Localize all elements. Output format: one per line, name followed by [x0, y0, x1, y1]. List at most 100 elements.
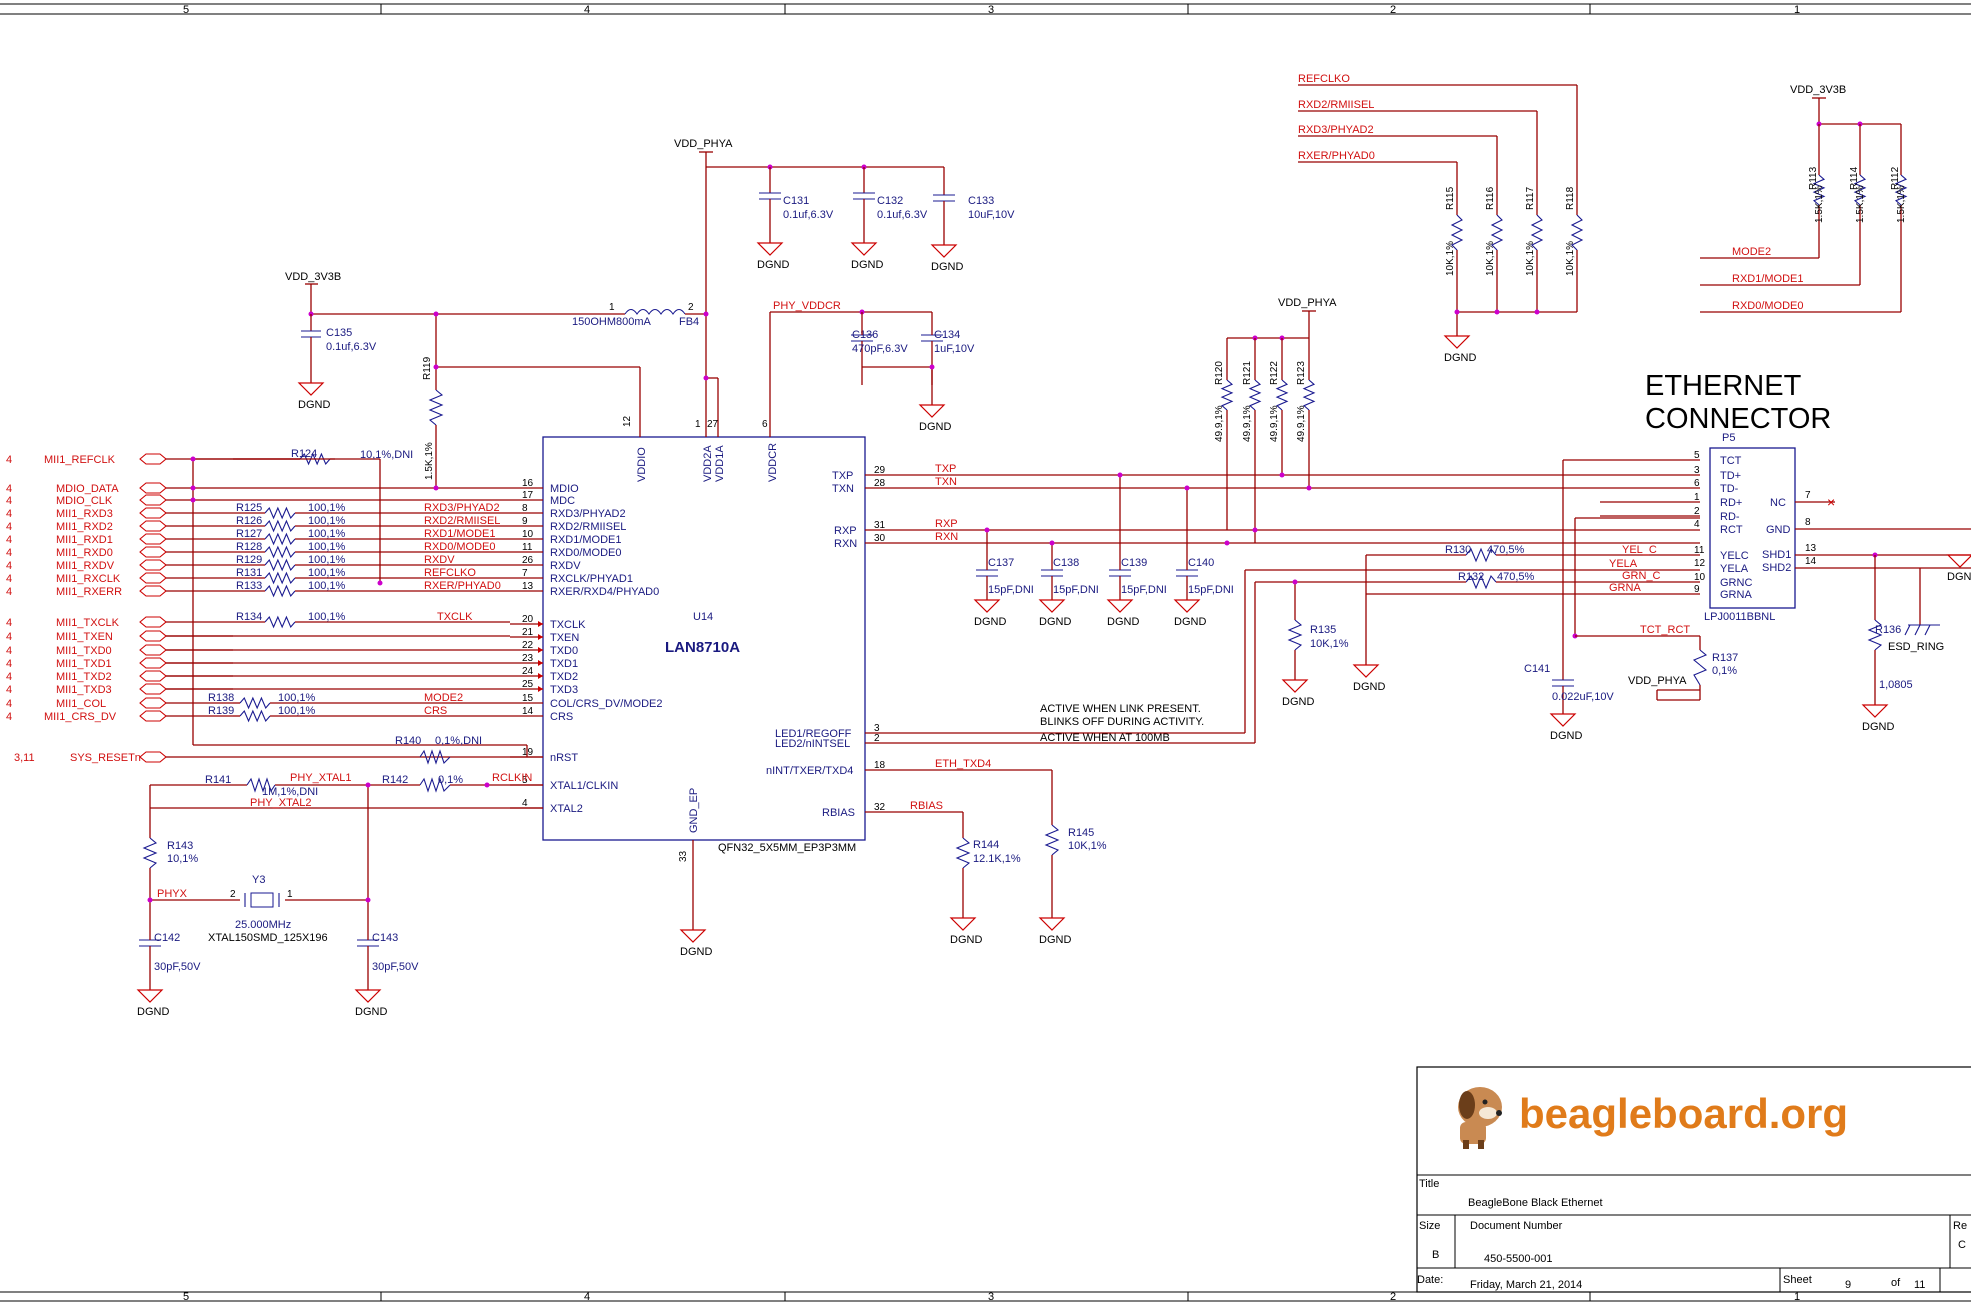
- ref-label: R121: [1242, 361, 1253, 385]
- pin-number: 4: [522, 798, 528, 809]
- value-label: 100,1%: [308, 528, 346, 540]
- pin-name: LED1/REGOFF: [775, 728, 852, 740]
- zone-label: 3: [988, 4, 994, 16]
- pin-number: 19: [522, 747, 534, 758]
- port-sheet-ref: 3,11: [14, 752, 35, 764]
- left-bus-wiring: [190, 456, 528, 757]
- ref-label: R144: [973, 839, 999, 851]
- resistor-icon: [264, 519, 296, 533]
- pin-name: NC: [1770, 497, 1786, 509]
- pin-number: 10: [1694, 572, 1706, 583]
- pin-number: 8: [1805, 517, 1811, 528]
- port-name: MII1_RXD1: [56, 534, 113, 546]
- ground-label: DGND: [137, 1006, 169, 1018]
- ground-icon: [918, 404, 946, 418]
- port-name: MII1_CRS_DV: [44, 711, 117, 723]
- ferrite-fb4[interactable]: 1 2 150OHM800mA FB4: [572, 302, 709, 328]
- pin-arrow-icon: [538, 686, 543, 692]
- net-label: RXD2/RMIISEL: [424, 515, 500, 527]
- port-name: MII1_RXERR: [56, 586, 122, 598]
- zone-label: 3: [988, 1291, 994, 1303]
- ref-label: C135: [326, 327, 352, 339]
- size-label: Size: [1419, 1220, 1440, 1232]
- ground-icon: [1038, 917, 1066, 931]
- net-label: RXD0/MODE0: [424, 541, 496, 553]
- ground-icon: [1281, 679, 1309, 693]
- pin-name: RXD2/RMIISEL: [550, 521, 626, 533]
- port-connector-icon: [139, 546, 167, 558]
- pin-number: 12: [622, 415, 633, 427]
- pin-name: TXN: [832, 483, 854, 495]
- pin-number: 10: [522, 529, 534, 540]
- resistor-icon: [1490, 214, 1504, 251]
- ground-label: DGND: [1862, 721, 1894, 733]
- value-label: 15pF,DNI: [1188, 584, 1234, 596]
- rev-label: Re: [1953, 1220, 1967, 1232]
- value-label: 470,5%: [1487, 544, 1525, 556]
- value-label: 0,1%: [1712, 665, 1737, 677]
- pin-number: 13: [1805, 543, 1817, 554]
- pin-number: 2: [874, 733, 880, 744]
- phy-vddcr-net: PHY_VDDCR: [770, 300, 935, 405]
- docnum-label: Document Number: [1470, 1220, 1563, 1232]
- pin-name: GRNA: [1720, 589, 1752, 601]
- pin-name: MDIO: [550, 483, 579, 495]
- value-label: 49.9,1%: [1296, 405, 1307, 442]
- ref-label: R142: [382, 774, 408, 786]
- pin-number: 5: [1694, 450, 1700, 461]
- ground-label: DGND: [298, 399, 330, 411]
- pin-number: 2: [1694, 506, 1700, 517]
- ref-label: R112: [1890, 166, 1901, 190]
- value-label: 10K,1%: [1068, 840, 1107, 852]
- pin-name: RXDV: [550, 560, 581, 572]
- ref-label: R133: [236, 580, 262, 592]
- value-label: 1uF,10V: [934, 343, 975, 355]
- pin-number: 1: [1694, 492, 1700, 503]
- ground-icon: [1946, 554, 1971, 568]
- net-label: RXD0/MODE0: [1732, 300, 1804, 312]
- pin-number: 9: [1694, 584, 1700, 595]
- connector-pins: TCT5TD+3TD-6RD+1RD-2RCT4YELC11YELA12GRNC…: [1600, 450, 1752, 601]
- ref-label: R128: [236, 541, 262, 553]
- pin-name: nRST: [550, 752, 578, 764]
- net-label: GRN_C: [1622, 570, 1661, 582]
- port-connector-icon: [139, 585, 167, 597]
- pin-number: 23: [522, 653, 534, 664]
- termination-resistors: R12049.9,1%R12149.9,1%R12249.9,1%R12349.…: [1214, 338, 1316, 543]
- note-text: BLINKS OFF DURING ACTIVITY.: [1040, 716, 1204, 728]
- pin-number: 8: [522, 503, 528, 514]
- port-name: MII1_TXD3: [56, 684, 112, 696]
- ref-label: R145: [1068, 827, 1094, 839]
- ground-icon: [973, 599, 1001, 613]
- port-name: MII1_TXD2: [56, 671, 112, 683]
- pin-number: 29: [874, 465, 886, 476]
- net-label: REFCLKO: [424, 567, 476, 579]
- net-label: MODE2: [1732, 246, 1771, 258]
- chip-u14[interactable]: U14 LAN8710A QFN32_5X5MM_EP3P3MM: [542, 436, 866, 854]
- ethernet-connector[interactable]: ETHERNET CONNECTOR P5 LPJ0011BBNL: [1645, 370, 1831, 623]
- diff-pair-wiring: TXP TXN RXP RXN: [865, 463, 1700, 570]
- ref-label: C133: [968, 195, 994, 207]
- pin-name: VDDIO: [636, 447, 648, 482]
- date-label: Date:: [1417, 1274, 1443, 1286]
- ref-label: C132: [877, 195, 903, 207]
- pin-name: RXCLK/PHYAD1: [550, 573, 633, 585]
- ground-label: DGND: [1550, 730, 1582, 742]
- port-sheet-ref: 4: [6, 508, 12, 520]
- port-connector-icon: [139, 630, 167, 642]
- port-name: MDIO_DATA: [56, 483, 119, 495]
- ref-label: R118: [1565, 186, 1576, 210]
- pin-name: TD+: [1720, 470, 1741, 482]
- port-name: MII1_COL: [56, 698, 106, 710]
- zone-label: 4: [584, 1291, 590, 1303]
- pin-arrow-icon: [538, 647, 543, 653]
- tct-rct-network: TCT_RCT R137 0,1% VDD_PHYA C141 0.022uF,…: [1524, 459, 1738, 714]
- ground-icon: [850, 242, 878, 256]
- ref-label: R127: [236, 528, 262, 540]
- resistor-icon: [1853, 174, 1867, 206]
- chip-top-pins: 12 1 27 6 VDDIO VDD2A VDD1A VDDCR: [622, 167, 779, 482]
- chip-ref: U14: [693, 611, 713, 623]
- port-connector-icon: [139, 572, 167, 584]
- r119[interactable]: R119 1.5K,1%: [422, 314, 640, 491]
